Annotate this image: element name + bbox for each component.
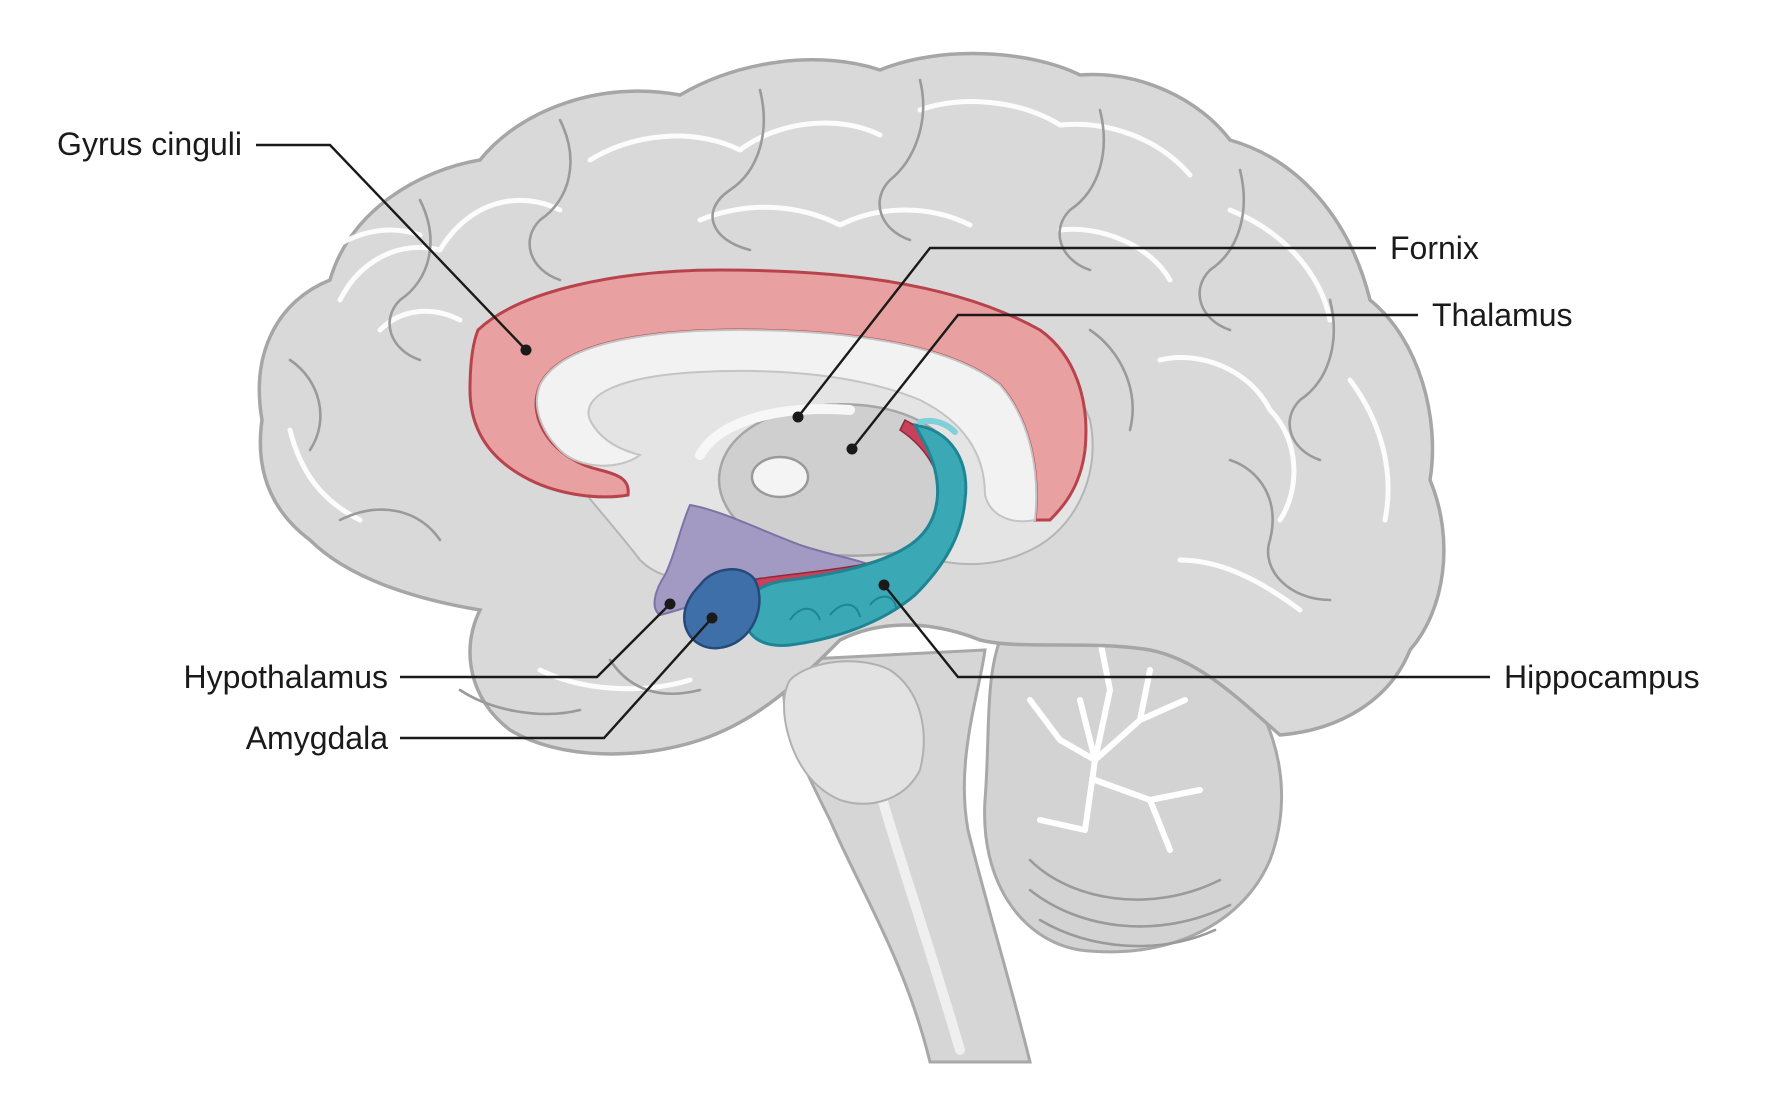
fornix-dot — [792, 411, 804, 423]
label-fornix: Fornix — [1390, 230, 1479, 266]
label-thalamus: Thalamus — [1432, 297, 1573, 333]
sulci — [288, 78, 1336, 716]
hippocampus-leader — [883, 584, 1490, 679]
hippocampus-tail — [917, 417, 958, 435]
gyrus-cinguli-dot — [520, 344, 532, 356]
fornix-arc — [695, 404, 855, 460]
hippocampus-ridges — [789, 595, 897, 621]
thalamus-leader — [851, 313, 1418, 450]
fornix-leader — [797, 246, 1376, 418]
corpus-callosum — [535, 328, 1038, 523]
hypothalamus-leader — [400, 603, 671, 679]
label-hippocampus: Hippocampus — [1504, 659, 1700, 695]
hippocampus-dot — [878, 579, 890, 591]
pons — [783, 660, 925, 805]
hypothalamus-dot — [664, 598, 676, 610]
thalamus-dot — [846, 443, 858, 455]
label-hypothalamus: Hypothalamus — [183, 659, 388, 695]
brain-illustration — [257, 51, 1446, 1064]
amygdala-dot — [706, 612, 718, 624]
leader-lines — [256, 143, 1490, 740]
label-gyrus-cinguli: Gyrus cinguli — [57, 126, 242, 162]
interthalamic-adhesion — [750, 455, 810, 499]
gyrus-cinguli-leader — [256, 143, 527, 351]
cerebellum — [983, 588, 1283, 954]
label-amygdala: Amygdala — [246, 720, 389, 756]
labels: Gyrus cinguli Fornix Thalamus Hypothalam… — [57, 126, 1700, 756]
amygdala-leader — [400, 617, 713, 740]
